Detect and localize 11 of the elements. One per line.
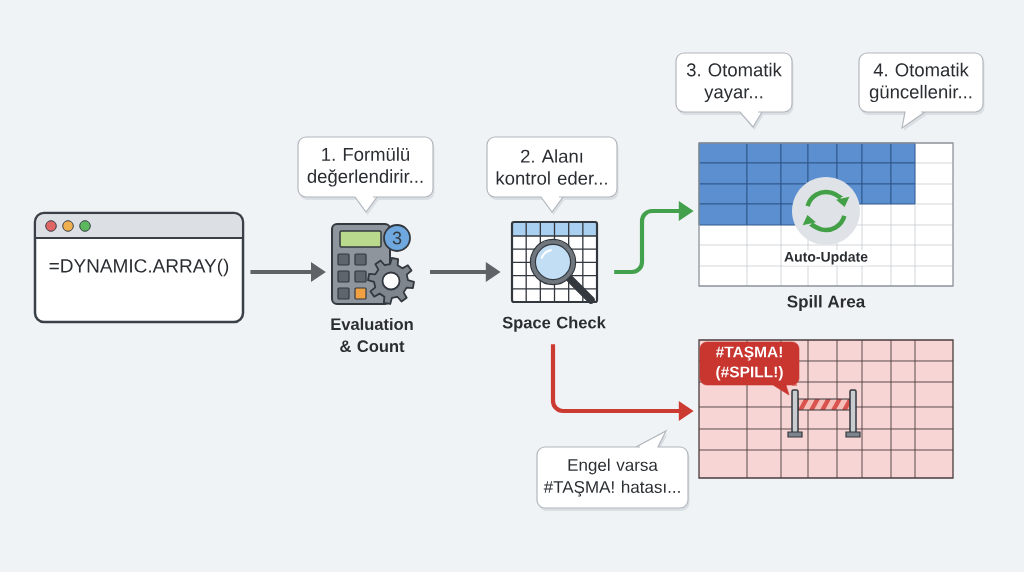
- speech-bubble: Engel varsa #TAŞMA! hatası...: [536, 430, 690, 511]
- area-label: Spill Area: [787, 295, 866, 311]
- icon-label: Auto-Update: [783, 250, 869, 266]
- step-label: Space Check: [502, 316, 606, 332]
- speech-bubble: 4. Otomatik güncellenir...: [858, 52, 985, 131]
- speech-bubble: 3. Otomatik yayar...: [675, 52, 794, 130]
- speech-bubble: 1. Formülü değerlendirir...: [297, 136, 435, 215]
- speech-bubble: 2. Alanı kontrol eder...: [486, 136, 619, 215]
- error-tag: #TAŞMA! (#SPILL!): [699, 341, 800, 396]
- step-label: Evaluation & Count: [331, 317, 413, 353]
- browser-window: =DYNAMIC.ARRAY(): [33, 211, 245, 324]
